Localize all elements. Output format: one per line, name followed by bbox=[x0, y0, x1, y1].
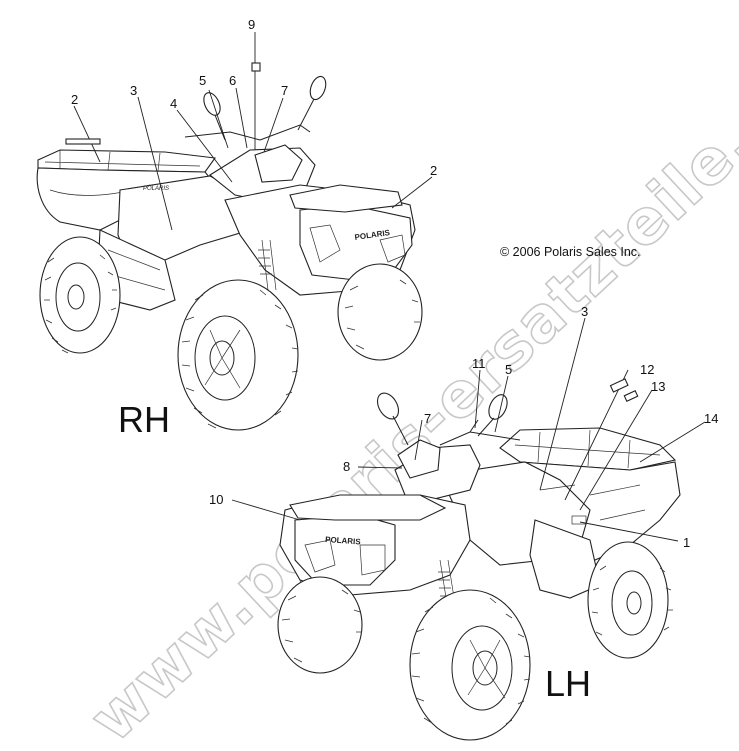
callout-9: 9 bbox=[248, 17, 255, 32]
fender-brand-mark: POLARIS bbox=[143, 186, 169, 192]
callout-5-lh: 5 bbox=[505, 362, 512, 377]
callout-14: 14 bbox=[704, 411, 718, 426]
lh-callouts: 3 11 5 12 13 7 14 8 10 1 bbox=[209, 304, 718, 550]
rh-callouts: 9 5 6 7 2 3 4 2 bbox=[71, 17, 437, 178]
callout-12: 12 bbox=[640, 362, 654, 377]
lh-front-near-wheel bbox=[409, 589, 531, 741]
atv-right-side-illustration: POLARIS POLARIS bbox=[36, 75, 423, 431]
rh-leader-lines bbox=[65, 32, 433, 231]
atv-left-side-illustration: POLARIS bbox=[277, 392, 681, 741]
lh-rear-wheel bbox=[587, 541, 673, 659]
callout-4: 4 bbox=[170, 96, 177, 111]
lh-front-brand-mark: POLARIS bbox=[325, 535, 362, 547]
callout-11: 11 bbox=[472, 356, 486, 371]
callout-3: 3 bbox=[130, 83, 137, 98]
callout-1: 1 bbox=[683, 535, 690, 550]
rh-rear-wheel bbox=[39, 236, 121, 354]
rh-front-near-wheel bbox=[177, 279, 299, 431]
callout-6: 6 bbox=[229, 73, 236, 88]
lh-front-far-wheel bbox=[277, 576, 363, 674]
callout-3-lh: 3 bbox=[581, 304, 588, 319]
lh-leader-lines bbox=[231, 317, 706, 542]
lh-side-label: LH bbox=[545, 663, 591, 704]
callout-7: 7 bbox=[281, 83, 288, 98]
rh-side-label: RH bbox=[118, 399, 170, 440]
rh-front-far-wheel bbox=[337, 263, 423, 361]
copyright-notice: © 2006 Polaris Sales Inc. bbox=[500, 245, 641, 259]
callout-10: 10 bbox=[209, 492, 223, 507]
callout-8: 8 bbox=[343, 459, 350, 474]
callout-2-front: 2 bbox=[430, 163, 437, 178]
callout-2: 2 bbox=[71, 92, 78, 107]
callout-13: 13 bbox=[651, 379, 665, 394]
callout-7-lh: 7 bbox=[424, 411, 431, 426]
callout-5: 5 bbox=[199, 73, 206, 88]
